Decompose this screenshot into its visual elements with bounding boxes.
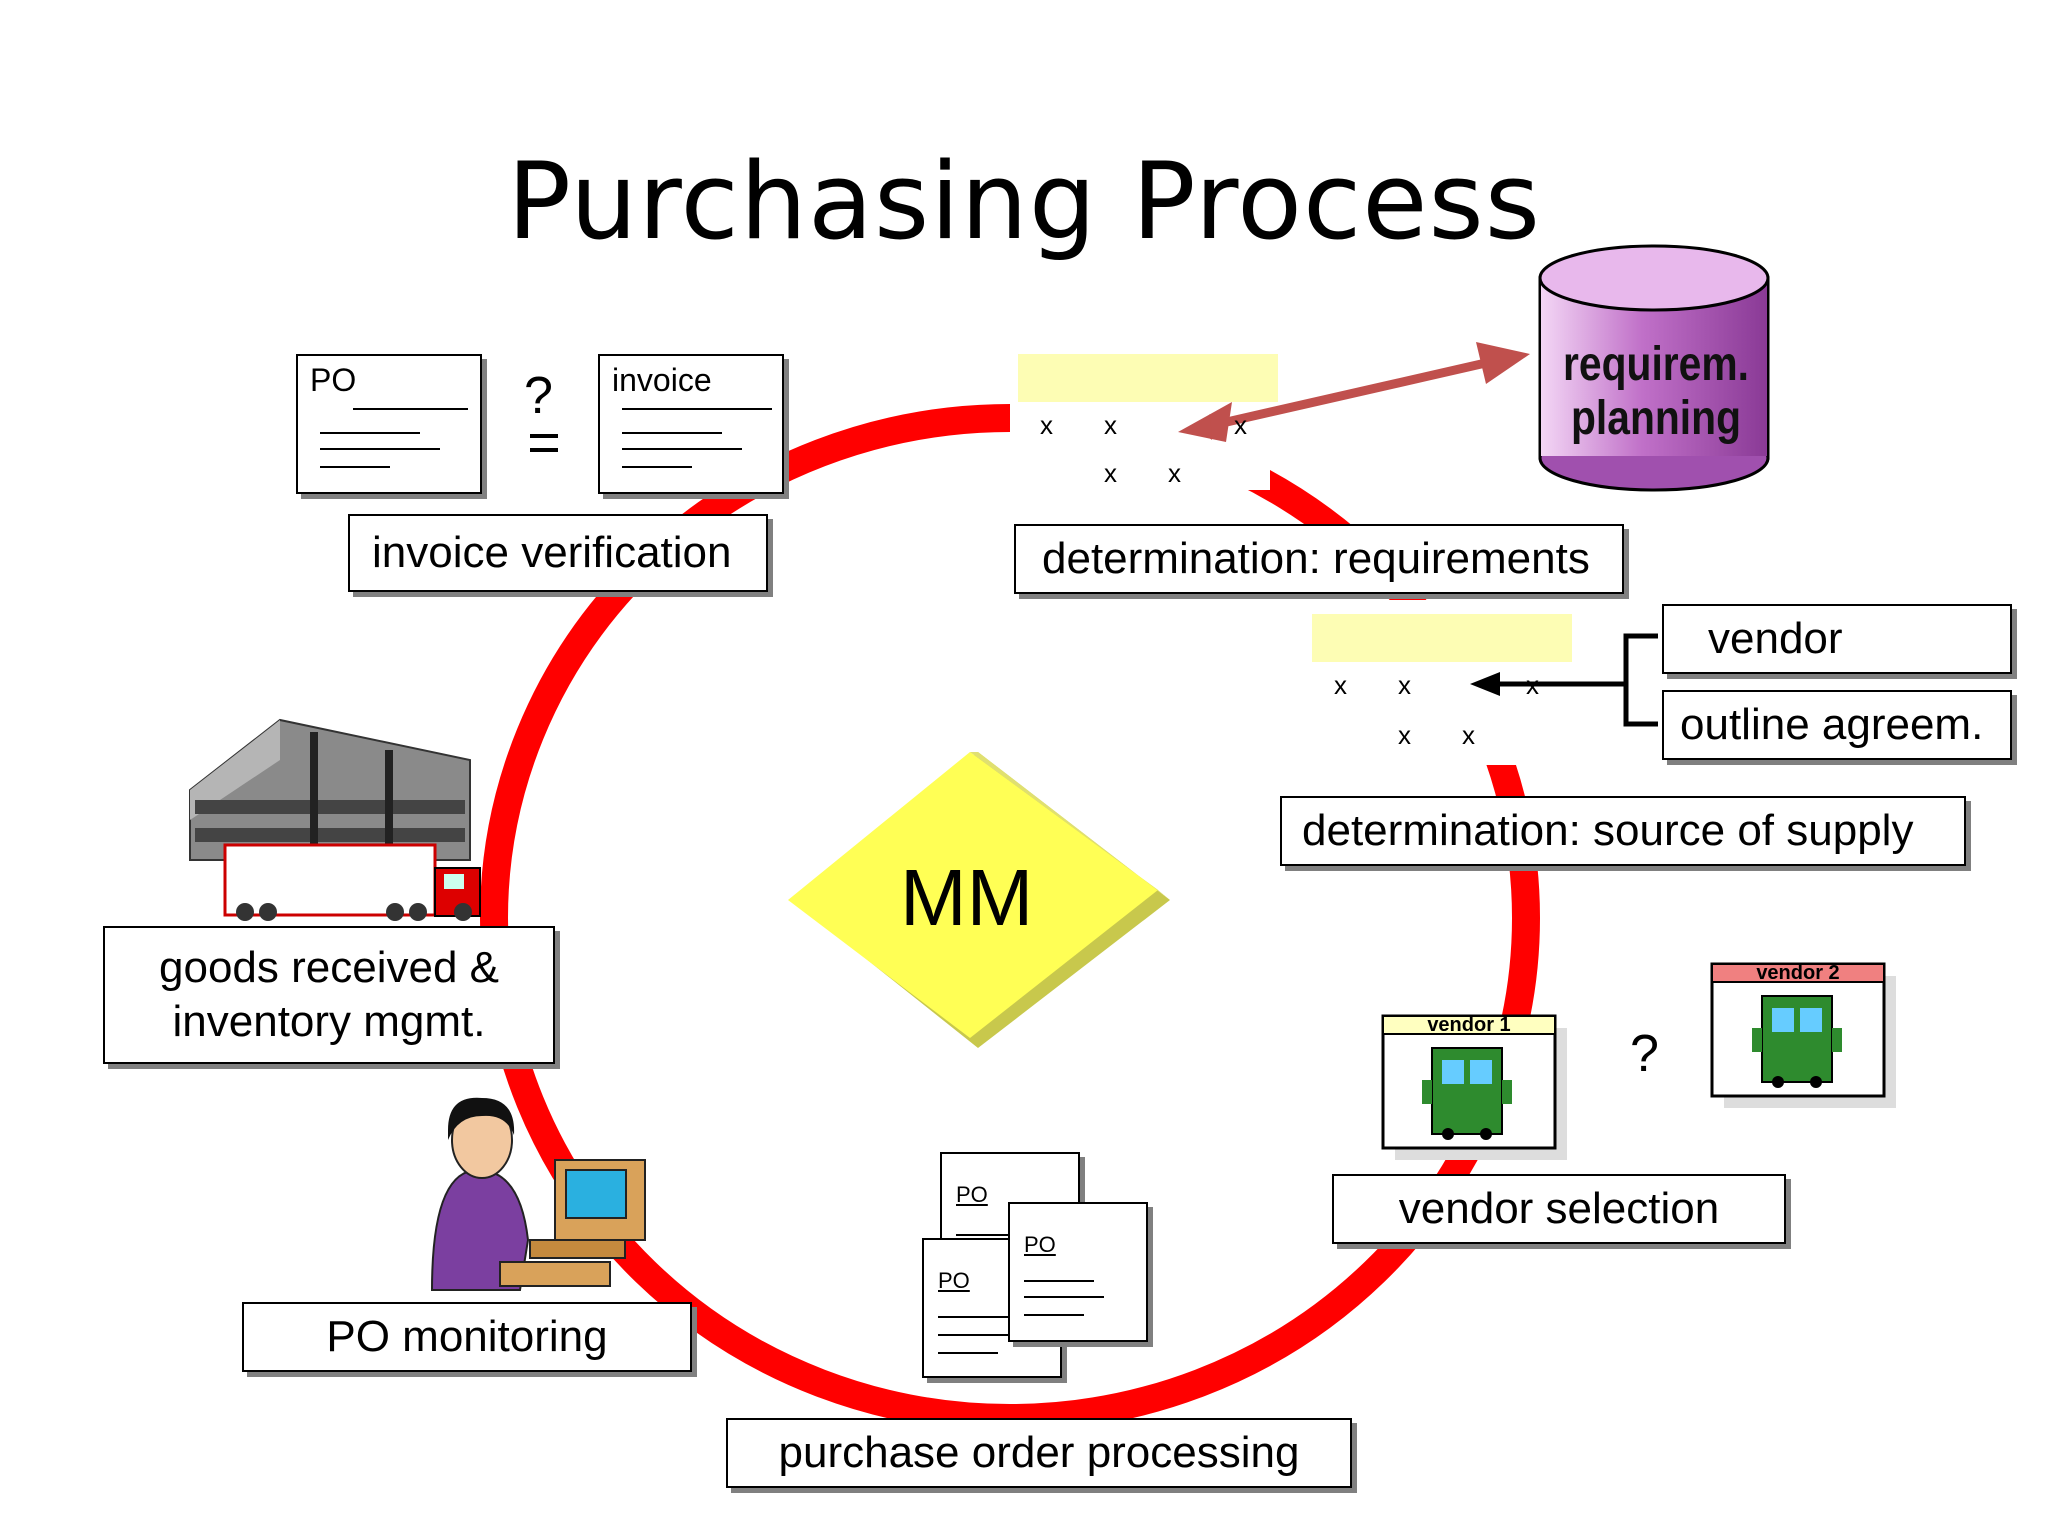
cylinder-label: requirem. planning xyxy=(1563,338,1750,446)
goods-received-label[interactable]: goods received & inventory mgmt. xyxy=(103,926,555,1064)
determination-requirements-label[interactable]: determination: requirements xyxy=(1014,524,1624,594)
vendor-2-card xyxy=(1710,962,1896,1108)
mm-diamond xyxy=(788,752,1170,1048)
invoice-document: invoice xyxy=(598,354,784,494)
requirements-highlight xyxy=(1018,354,1278,402)
x-mark: x xyxy=(1398,720,1411,750)
outline-agreement-label[interactable]: outline agreem. xyxy=(1662,690,2012,760)
source-highlight xyxy=(1312,614,1572,662)
requirement-planning-cylinder xyxy=(1538,244,1770,492)
x-mark: x xyxy=(1234,410,1247,440)
x-mark: x xyxy=(1398,670,1411,700)
purchase-order-processing-label[interactable]: purchase order processing xyxy=(726,1418,1352,1488)
vendor-1-card xyxy=(1381,1014,1567,1160)
x-mark: x xyxy=(1526,670,1539,700)
vendor-2-title: vendor 2 xyxy=(1756,962,1840,984)
po-monitoring-person-icon xyxy=(430,1097,646,1291)
po-monitoring-label[interactable]: PO monitoring xyxy=(242,1302,692,1372)
x-mark: x xyxy=(1334,670,1347,700)
warehouse-truck-icon xyxy=(189,718,481,921)
invoice-compare-question: ? xyxy=(524,367,553,425)
vendor-compare-question: ? xyxy=(1630,1025,1659,1083)
determination-source-label[interactable]: determination: source of supply xyxy=(1280,796,1966,866)
po-document: PO xyxy=(296,354,482,494)
x-mark: x xyxy=(1104,458,1117,488)
po-stack-doc-3: PO xyxy=(1008,1202,1148,1342)
equals-sign xyxy=(530,434,558,452)
vendor-option-label[interactable]: vendor xyxy=(1662,604,2012,674)
vendor-1-title: vendor 1 xyxy=(1427,1014,1511,1036)
cylinder-label-line1: requirem. xyxy=(1563,338,1749,391)
invoice-document-label: invoice xyxy=(612,362,712,398)
source-bracket xyxy=(1490,633,1658,727)
vendor-selection-label[interactable]: vendor selection xyxy=(1332,1174,1786,1244)
x-mark: x xyxy=(1462,720,1475,750)
x-mark: x xyxy=(1168,458,1181,488)
mm-label: MM xyxy=(900,853,1034,942)
source-arrow-head xyxy=(1470,672,1500,696)
x-mark: x xyxy=(1104,410,1117,440)
requirements-double-arrow xyxy=(1178,342,1530,442)
invoice-verification-label[interactable]: invoice verification xyxy=(348,514,768,592)
x-mark: x xyxy=(1040,410,1053,440)
cylinder-label-line2: planning xyxy=(1571,392,1741,445)
page-title: Purchasing Process xyxy=(507,140,1541,263)
po-document-label: PO xyxy=(310,362,357,398)
